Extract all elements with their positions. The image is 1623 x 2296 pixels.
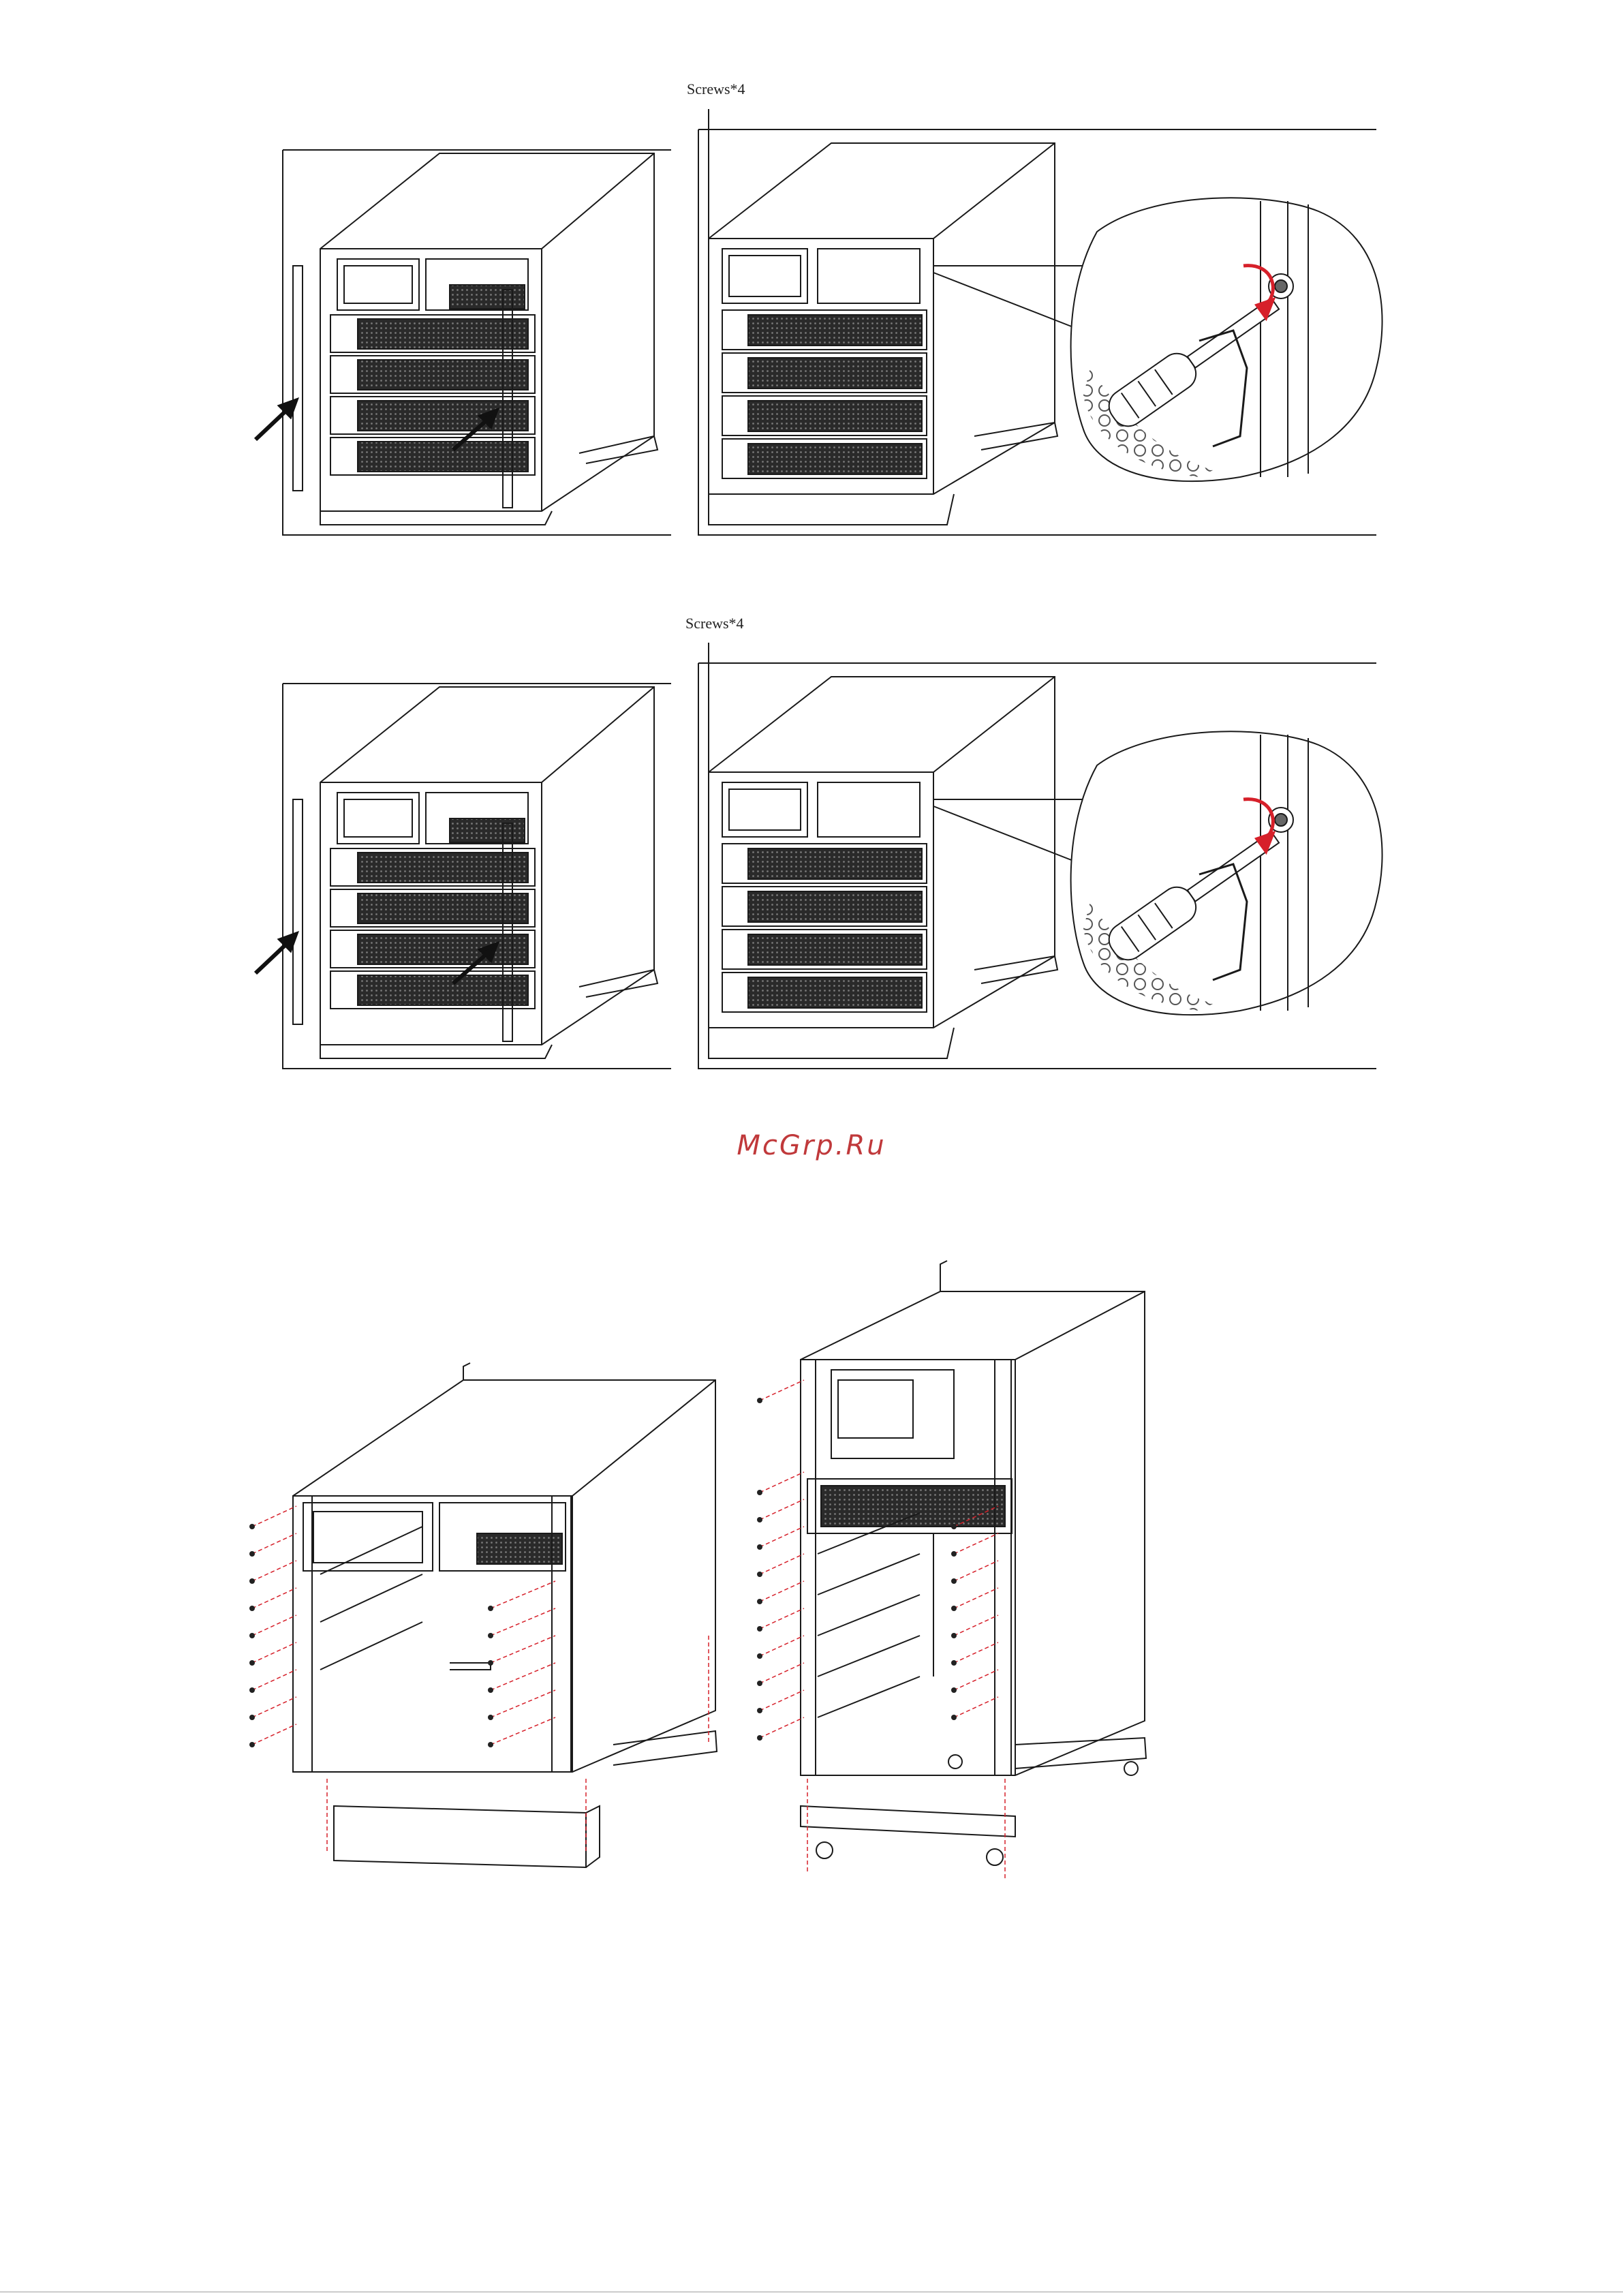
figure-row-1 [245, 68, 1390, 545]
figure-row-3-assembly [232, 1254, 1172, 1901]
assembly-drawing [232, 1254, 1172, 1901]
left-panel-cabinet [283, 150, 671, 535]
figure-row-2-drawing [245, 602, 1390, 1079]
footer-rule [0, 2291, 1623, 2293]
watermark: McGrp.Ru [0, 1130, 1623, 1161]
figure-row-1-drawing [245, 68, 1390, 545]
left-rack-frame [293, 1363, 717, 1867]
zoom-detail [1071, 731, 1382, 1015]
left-panel-cabinet [283, 684, 671, 1069]
screws-callout-1: Screws*4 [687, 80, 745, 98]
zoom-detail [1071, 198, 1382, 481]
screws-callout-2: Screws*4 [685, 615, 744, 632]
figure-row-2 [245, 602, 1390, 1079]
right-cabinet-frame [801, 1261, 1146, 1865]
